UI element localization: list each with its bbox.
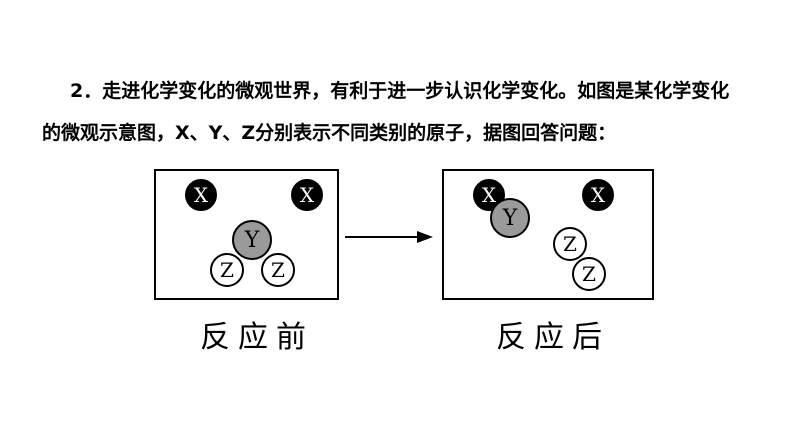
question-text: 2．走进化学变化的微观世界，有利于进一步认识化学变化。如图是某化学变化 的微观示… <box>42 70 772 154</box>
atom-x: X <box>582 179 614 211</box>
atom-z: Z <box>261 253 295 287</box>
atom-z: Z <box>553 227 587 261</box>
reaction-arrow-icon <box>345 231 433 243</box>
atom-z: Z <box>210 253 244 287</box>
question-line-2: 的微观示意图，X、Y、Z分别表示不同类别的原子，据图回答问题： <box>42 122 617 144</box>
atom-x: X <box>185 179 217 211</box>
atom-z: Z <box>572 257 606 291</box>
atom-y: Y <box>232 220 272 260</box>
caption-after-reaction: 反应后 <box>496 320 610 355</box>
question-line-1: 2．走进化学变化的微观世界，有利于进一步认识化学变化。如图是某化学变化 <box>70 80 730 102</box>
before-reaction-box: X X Z Z Y <box>154 169 339 300</box>
caption-before-reaction: 反应前 <box>200 320 314 355</box>
after-reaction-box: X Y X Z Z <box>442 169 654 300</box>
atom-y: Y <box>490 198 530 238</box>
atom-x: X <box>291 179 323 211</box>
